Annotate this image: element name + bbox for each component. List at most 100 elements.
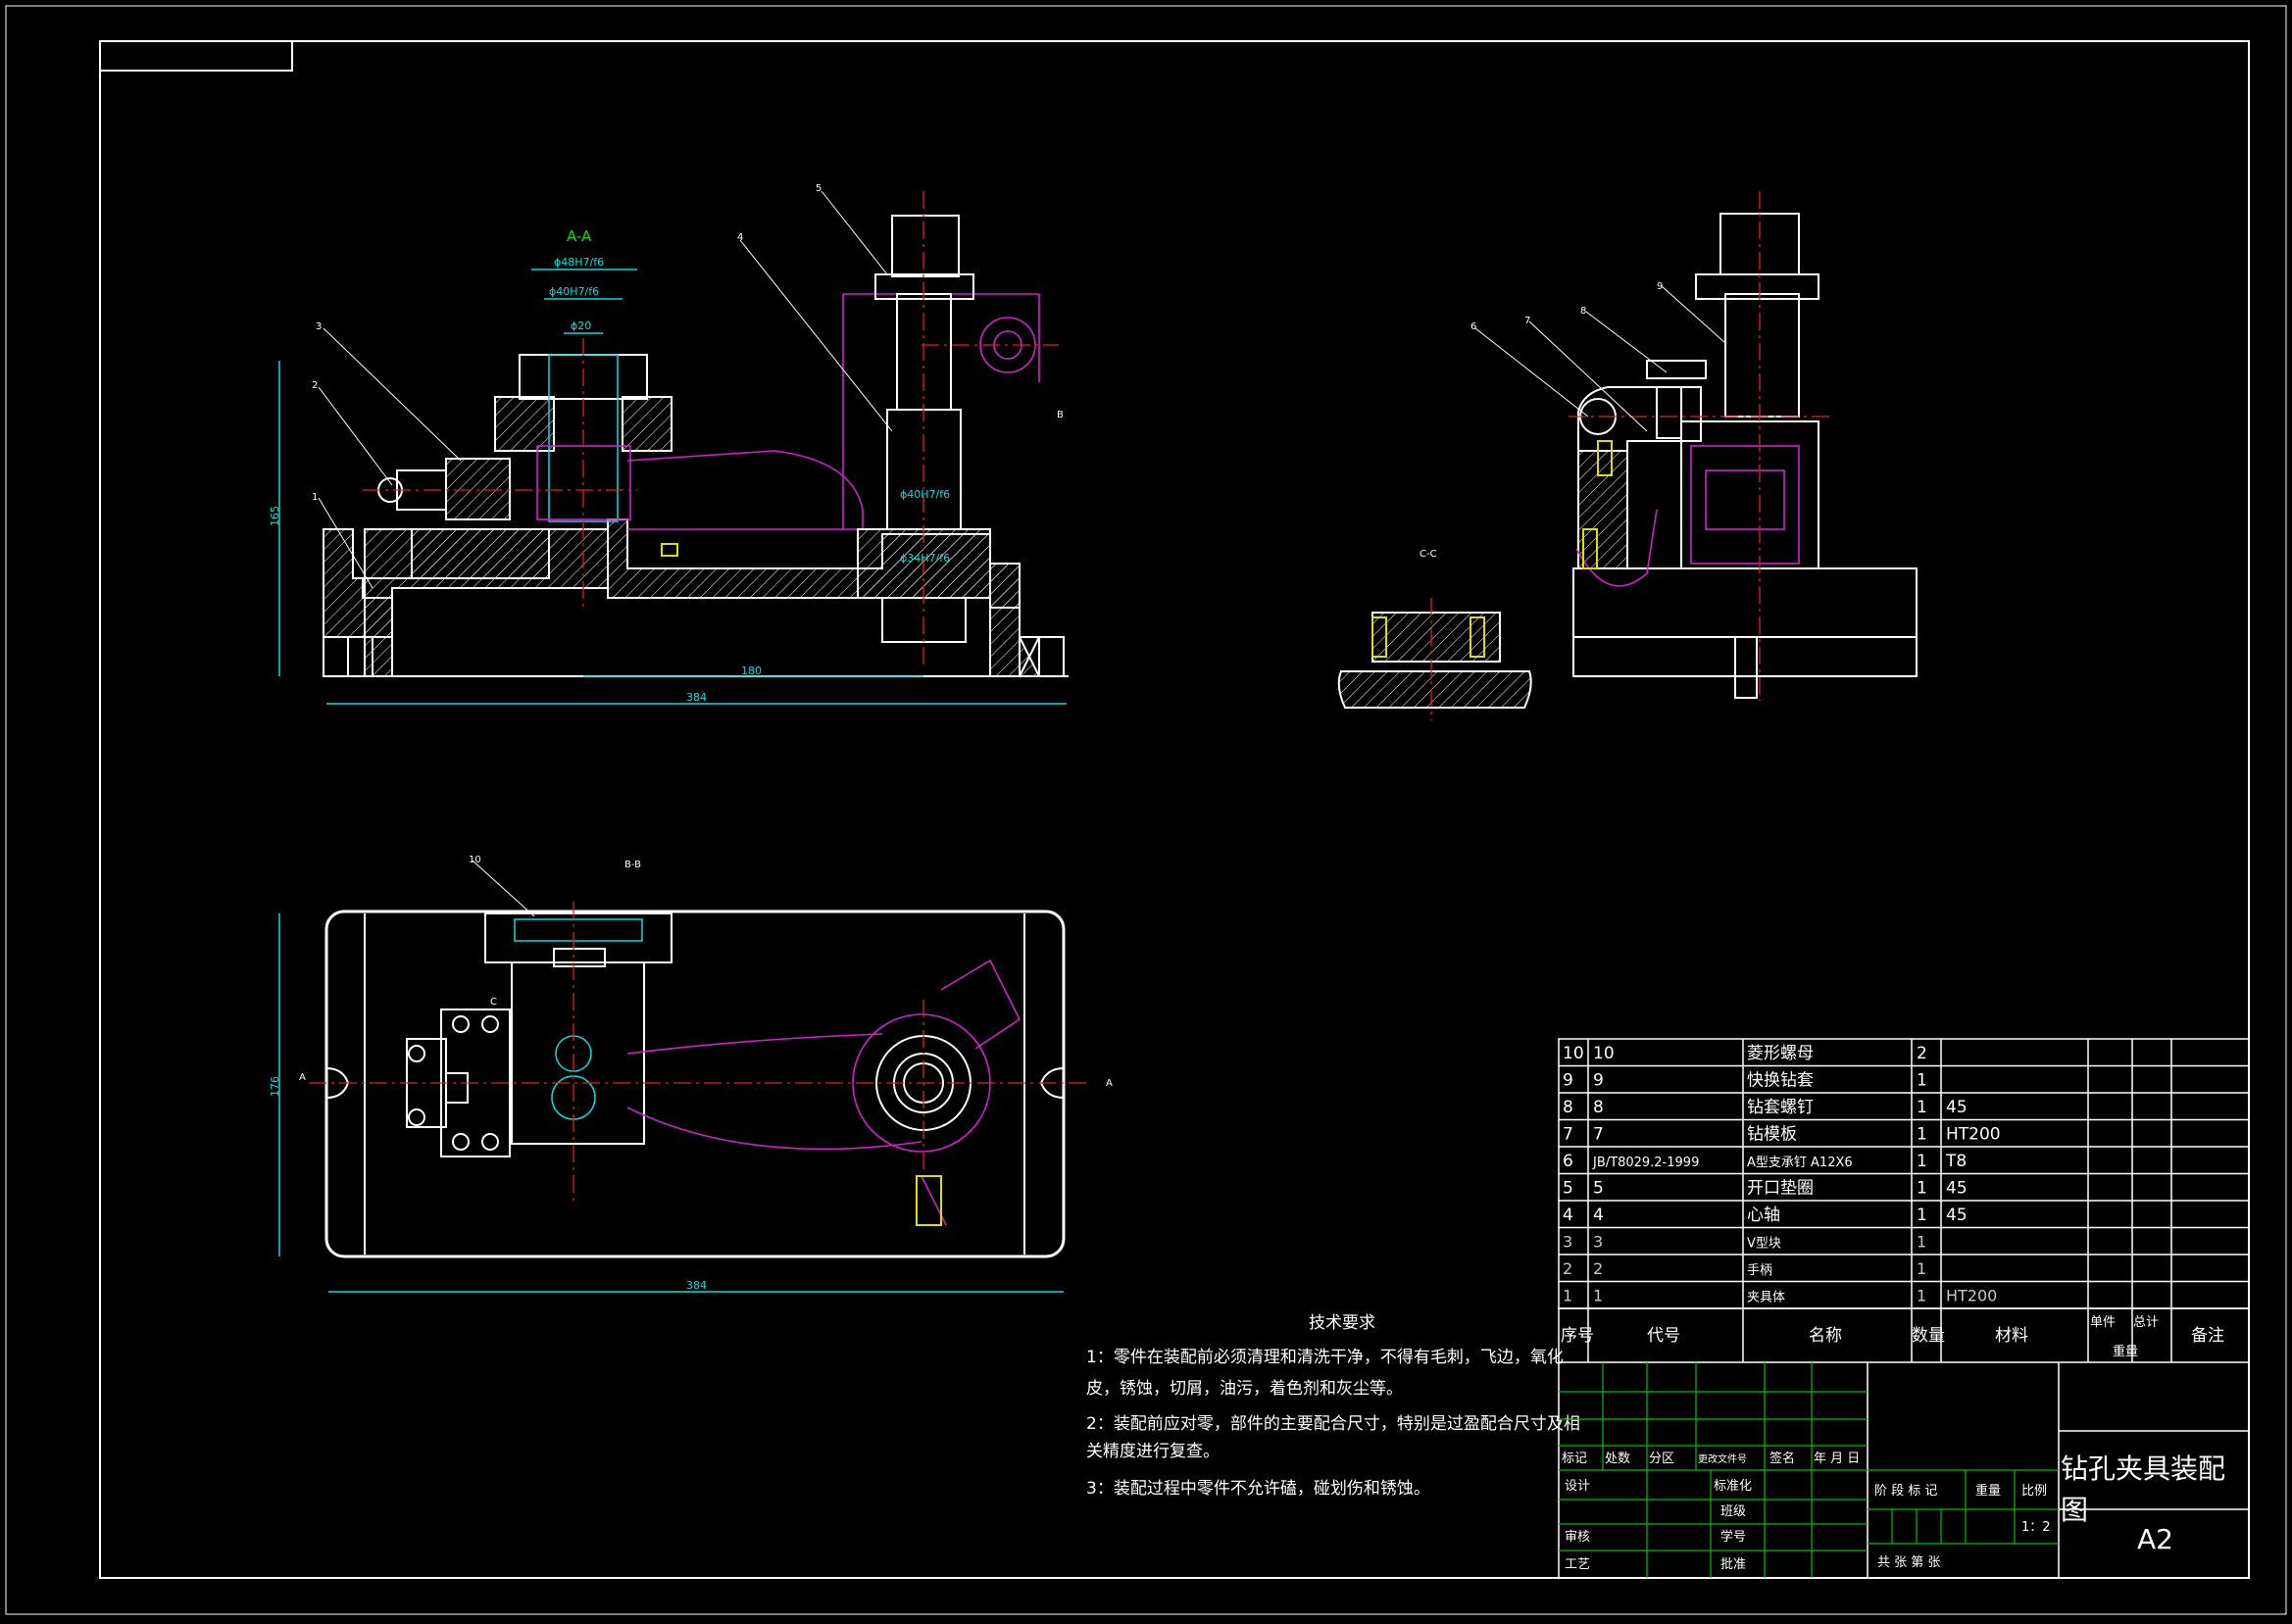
parts-row-qty: 1 [1917,1179,1927,1199]
parts-row-material: HT200 [1946,1125,2001,1145]
parts-row-name: 快换钻套 [1747,1071,1814,1091]
tech-requirements: 技术要求 1：零件在装配前必须清理和清洗干净，不得有毛刺，飞边，氧化 皮，锈蚀，… [1086,1313,1580,1499]
hdr-weight: 重量 [2113,1344,2138,1359]
top-plate-head [484,912,673,963]
bushing-block-right [622,396,673,452]
parts-row-material: 45 [1946,1098,1968,1117]
callout-8: 8 [1580,306,1586,317]
title-block-frame [1558,1307,2250,1579]
parts-row-code: JB/T8029.2-1999 [1592,1156,1699,1170]
dim-shaft-lower: ϕ34H7/f6 [900,552,950,565]
tech-item-2: 皮，锈蚀，切屑，油污，着色剂和灰尘等。 [1086,1379,1403,1399]
parts-row-qty: 2 [1917,1044,1927,1063]
tech-item-3: 2：装配前应对零，部件的主要配合尺寸，特别是过盈配合尺寸及相 [1086,1414,1580,1434]
parts-row-name: 夹具体 [1747,1291,1785,1305]
role-approve: 批准 [1720,1557,1746,1572]
tech-item-4: 关精度进行复查。 [1086,1442,1220,1461]
bushing-block-left [494,396,555,452]
callout-5: 5 [816,183,822,194]
parts-row-qty: 1 [1917,1259,1926,1278]
parts-row-code: 5 [1593,1179,1604,1199]
section-cc-view: C-C [1337,549,1532,720]
rev-zone: 分区 [1649,1452,1674,1466]
top-bushing-strip [514,918,643,942]
dim-length-top: 384 [686,1279,707,1292]
section-aa-label: A-A [567,227,592,245]
parts-row-name: 手柄 [1747,1263,1772,1278]
side-column [1680,420,1819,569]
side-key [1734,636,1758,699]
parts-row-code: 10 [1593,1044,1615,1063]
top-screw [553,948,606,967]
parts-row-code: 2 [1593,1259,1603,1278]
hex-nut [891,215,960,277]
leader-6 [1474,327,1589,418]
parts-row-qty: 1 [1917,1152,1927,1171]
side-v-block [1577,450,1628,569]
scale-value: 1：2 [2021,1520,2051,1535]
parts-list-grid [1559,1039,2249,1362]
leader-10 [472,860,535,917]
parts-row-code: 3 [1593,1233,1603,1252]
side-view: 6 7 8 9 [1470,191,1918,701]
side-washer [1695,273,1819,300]
hdr-qty: 数量 [1912,1326,1945,1346]
outer-frame [5,5,2287,1615]
side-screw-head [1646,360,1707,379]
role-process: 工艺 [1565,1557,1590,1572]
top-view: B-B 10 A A C 17 [269,855,1113,1293]
scale-label: 比例 [2021,1484,2047,1499]
side-bushing [1656,386,1682,439]
parts-row-qty: 1 [1917,1206,1927,1225]
side-support-pin-2 [1582,528,1598,569]
inner-frame [99,40,2250,1579]
v-block-screw-4 [481,1133,499,1151]
side-plate [1577,386,1702,451]
tech-item-1: 1：零件在装配前必须清理和清洗干净，不得有毛刺，飞边，氧化 [1086,1348,1564,1367]
title-block: 标记 处数 分区 更改文件号 签名 年 月 日 设计 标准化 班级 审核 学号 … [1558,1307,2250,1579]
parts-row-code: 4 [1593,1206,1604,1225]
role-design: 设计 [1565,1479,1590,1494]
parts-row-qty: 1 [1917,1233,1926,1252]
rev-mark: 标记 [1562,1452,1587,1466]
handle-bolt-2 [408,1108,425,1126]
top-support-pin [916,1175,942,1226]
parts-row-material: T8 [1945,1152,1967,1171]
sheet-label: 共 张 第 张 [1877,1555,1940,1570]
callout-2: 2 [312,380,318,391]
cc-pin-right [1470,616,1485,658]
callout-1: 1 [312,492,318,503]
cc-pin-left [1371,616,1387,658]
tech-item-5: 3：装配过程中零件不允许磕，碰划伤和锈蚀。 [1086,1479,1430,1499]
open-washer [874,273,974,300]
hdr-no: 序号 [1561,1326,1594,1346]
dim-center-distance: 180 [741,664,762,677]
support-pin [661,543,678,557]
parts-row-name: 菱形螺母 [1747,1044,1814,1063]
parts-row-no: 7 [1563,1125,1573,1145]
workpiece-arm [626,450,864,530]
parts-row-qty: 1 [1917,1098,1927,1117]
corner-box [99,40,293,72]
parts-row-no: 5 [1563,1179,1573,1199]
cc-block [1371,612,1501,663]
drawing-title-line1: 钻孔夹具装配 [2061,1452,2225,1485]
parts-row-code: 9 [1593,1071,1604,1091]
dim-height: 165 [269,506,281,526]
hdr-total-weight: 总计 [2133,1315,2159,1330]
handle-bolt-1 [408,1045,425,1062]
section-cc-label: C-C [1420,549,1437,560]
leader-5 [821,190,888,275]
extra-id: 学号 [1720,1529,1746,1545]
parts-row-no: 9 [1563,1071,1573,1091]
parts-row-no: 6 [1563,1152,1573,1171]
workpiece-top-tail [921,1175,947,1226]
callout-4: 4 [737,232,743,243]
parts-row-code: 8 [1593,1098,1604,1117]
